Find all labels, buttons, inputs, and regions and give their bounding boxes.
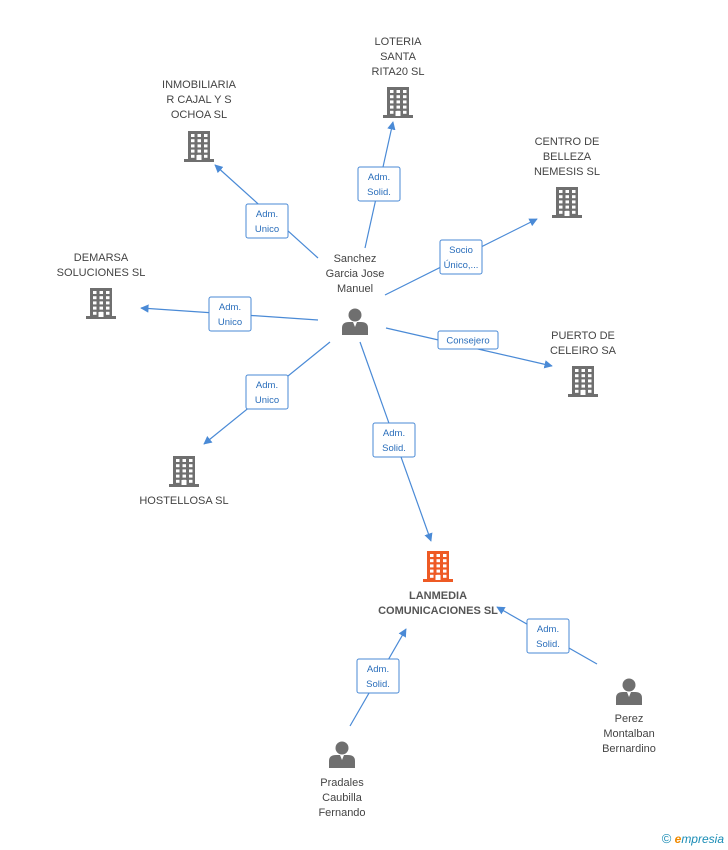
edge-label-box: [357, 166, 401, 202]
node-label-line: Bernardino: [602, 743, 656, 755]
edge-label-text: Adm.: [367, 664, 389, 675]
node-label-line: Manuel: [337, 283, 373, 295]
node-label-line: Pradales: [320, 777, 364, 789]
node-label-line: PUERTO DE: [551, 330, 615, 342]
company-node-demarsa[interactable]: DEMARSA SOLUCIONES SL: [57, 252, 146, 319]
edge-label-box: [245, 374, 289, 410]
node-label-line: Montalban: [603, 728, 654, 740]
edge-label-text: Unico: [255, 395, 279, 406]
node-label-line: COMUNICACIONES SL: [378, 605, 498, 617]
edge-label-text: Adm.: [256, 209, 278, 220]
building-icon: [169, 456, 199, 487]
edge-label-sanchez-centro[interactable]: SocioÚnico,...: [439, 239, 483, 275]
building-icon: [423, 551, 453, 582]
company-node-inmobiliaria[interactable]: INMOBILIARIA R CAJAL Y S OCHOA SL: [162, 79, 237, 162]
node-label-line: NEMESIS SL: [534, 166, 600, 178]
company-node-hostellosa[interactable]: HOSTELLOSA SL: [139, 456, 229, 507]
edge-label-sanchez-loteria[interactable]: Adm. Solid.: [357, 166, 401, 202]
edge-label-perez-lanmedia[interactable]: Adm. Solid.: [526, 618, 570, 654]
edge-label-text: Unico: [218, 317, 242, 328]
building-icon: [383, 87, 413, 118]
company-node-centro[interactable]: CENTRO DE BELLEZA NEMESIS SL: [534, 136, 600, 218]
person-icon: [329, 741, 355, 768]
node-label-line: Perez: [615, 713, 644, 725]
building-icon: [552, 187, 582, 218]
company-node-loteria[interactable]: LOTERIA SANTA RITA20 SL: [372, 36, 425, 118]
edge-label-sanchez-hostellosa[interactable]: Adm. Unico: [245, 374, 289, 410]
node-label-line: DEMARSA: [74, 252, 129, 264]
edge-label-sanchez-lanmedia[interactable]: Adm. Solid.: [372, 422, 416, 458]
empresia-logo[interactable]: © empresia: [662, 831, 724, 846]
brand-first-letter: e: [674, 832, 682, 846]
edge-label-box: [439, 239, 483, 275]
node-label-line: Caubilla: [322, 792, 363, 804]
node-label-line: CENTRO DE: [535, 136, 600, 148]
edge-labels-layer: Adm.Solid.Adm.UnicoSocioÚnico,...Adm.Uni…: [208, 166, 570, 694]
edge-label-text: Consejero: [446, 336, 489, 347]
edge-label-box: [526, 618, 570, 654]
node-label-line: SOLUCIONES SL: [57, 267, 146, 279]
edge-label-pradales-lanmedia[interactable]: Adm. Solid.: [356, 658, 400, 694]
edge-label-text: Adm.: [368, 172, 390, 183]
brand-name: mpresia: [681, 832, 724, 846]
edge-label-box: [245, 203, 289, 239]
edge-label-text: Solid.: [366, 679, 390, 690]
edge-label-text: Adm.: [537, 624, 559, 635]
nodes-layer: LOTERIA SANTA RITA20 SL INMOBILIARIA R CAJAL…: [57, 36, 656, 819]
edge-label-text: Socio: [449, 245, 473, 256]
node-label-line: Sanchez: [334, 253, 377, 265]
edge-label-text: Solid.: [367, 187, 391, 198]
node-label-line: OCHOA SL: [171, 109, 227, 121]
edge-label-text: Único,...: [444, 260, 479, 271]
node-label-line: INMOBILIARIA: [162, 79, 237, 91]
company-node-puerto[interactable]: PUERTO DE CELEIRO SA: [550, 330, 617, 397]
edge-label-text: Solid.: [382, 443, 406, 454]
edge-label-text: Adm.: [256, 380, 278, 391]
edge-label-box: [356, 658, 400, 694]
node-label-line: Garcia Jose: [326, 268, 385, 280]
node-label-line: HOSTELLOSA SL: [139, 495, 228, 507]
edge-label-box: [208, 296, 252, 332]
edge-label-box: [437, 330, 499, 350]
node-label-line: RITA20 SL: [372, 66, 425, 78]
node-label-line: SANTA: [380, 51, 417, 63]
company-node-lanmedia[interactable]: LANMEDIA COMUNICACIONES SL: [378, 551, 498, 617]
node-label-line: LOTERIA: [374, 36, 422, 48]
edge-label-text: Unico: [255, 224, 279, 235]
node-label-line: BELLEZA: [543, 151, 592, 163]
edge-label-sanchez-puerto[interactable]: Consejero: [437, 330, 499, 350]
building-icon: [86, 288, 116, 319]
edge-label-text: Adm.: [219, 302, 241, 313]
building-icon: [568, 366, 598, 397]
node-label-line: LANMEDIA: [409, 590, 467, 602]
edge-label-box: [372, 422, 416, 458]
node-label-line: R CAJAL Y S: [166, 94, 231, 106]
edge-label-text: Solid.: [536, 639, 560, 650]
edge-label-sanchez-demarsa[interactable]: Adm. Unico: [208, 296, 252, 332]
copyright-symbol: ©: [661, 831, 672, 846]
node-label-line: CELEIRO SA: [550, 345, 617, 357]
person-icon: [616, 678, 642, 705]
edge-label-text: Adm.: [383, 428, 405, 439]
edge-label-sanchez-inmobiliaria[interactable]: Adm. Unico: [245, 203, 289, 239]
building-icon: [184, 131, 214, 162]
person-icon: [342, 308, 368, 335]
node-label-line: Fernando: [318, 807, 365, 819]
